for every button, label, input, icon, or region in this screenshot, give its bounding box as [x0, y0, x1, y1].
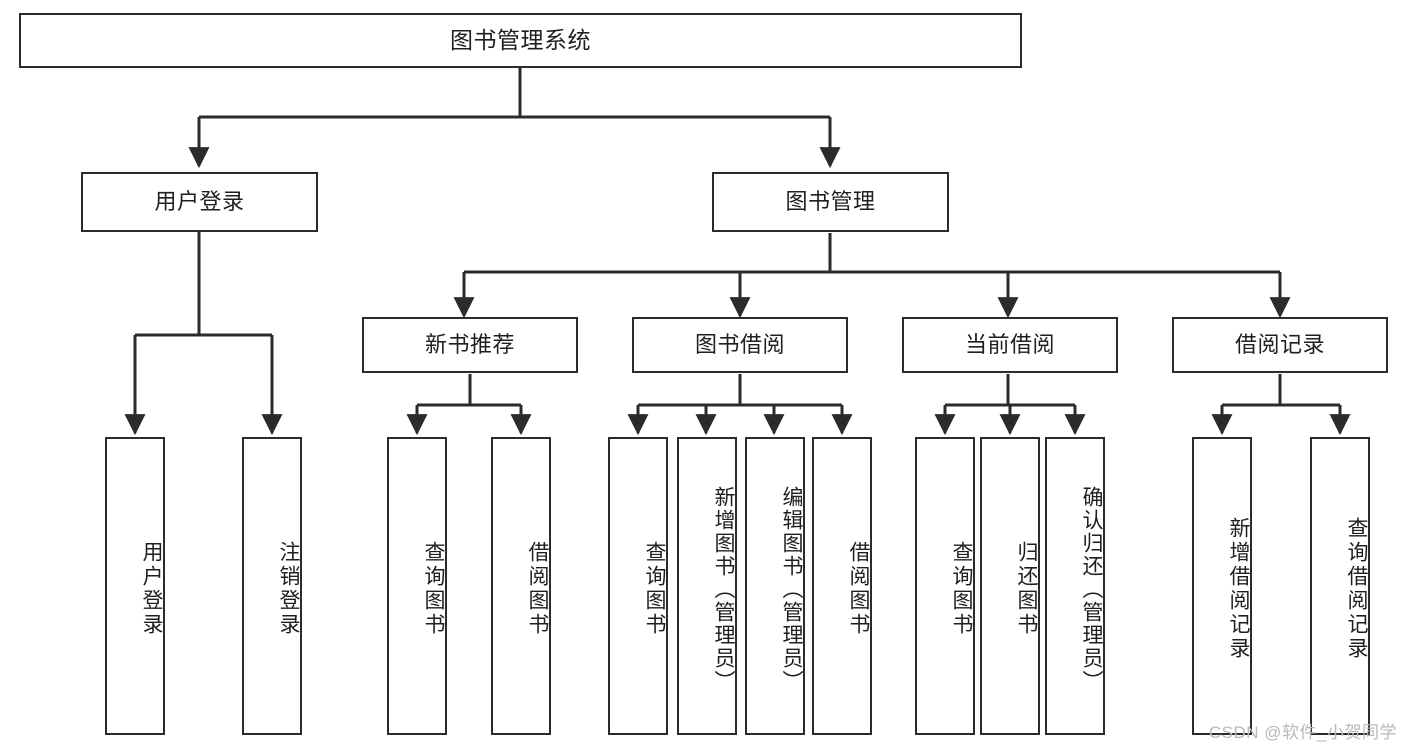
- node-new-book-recommend[interactable]: 新书推荐: [362, 317, 578, 373]
- node-user-login-label: 用户登录: [154, 188, 245, 214]
- node-borrow-record[interactable]: 借阅记录: [1172, 317, 1388, 373]
- node-leaf-add-record-label: 新增借阅记录: [1227, 517, 1250, 661]
- node-book-borrow[interactable]: 图书借阅: [632, 317, 848, 373]
- node-leaf-borrow-book-1-label: 借阅图书: [526, 541, 549, 637]
- node-book-borrow-label: 图书借阅: [694, 331, 785, 357]
- node-leaf-add-record[interactable]: 新增借阅记录: [1192, 437, 1252, 735]
- csdn-watermark: CSDN @软件_小贺同学: [1208, 723, 1397, 742]
- node-leaf-query-book-2[interactable]: 查询图书: [608, 437, 668, 735]
- node-current-borrow[interactable]: 当前借阅: [902, 317, 1118, 373]
- node-leaf-confirm-return-label: 确认归还（管理员）: [1080, 485, 1103, 693]
- node-leaf-borrow-book-2-label: 借阅图书: [847, 541, 870, 637]
- node-leaf-return-book[interactable]: 归还图书: [980, 437, 1040, 735]
- node-leaf-add-book-label: 新增图书（管理员）: [712, 485, 735, 693]
- node-leaf-query-book-3[interactable]: 查询图书: [915, 437, 975, 735]
- node-leaf-query-book-1[interactable]: 查询图书: [387, 437, 447, 735]
- node-leaf-logout[interactable]: 注销登录: [242, 437, 302, 735]
- node-root-system-label: 图书管理系统: [450, 26, 591, 53]
- node-user-login[interactable]: 用户登录: [81, 172, 318, 232]
- node-leaf-query-book-1-label: 查询图书: [422, 541, 445, 637]
- node-leaf-borrow-book-2[interactable]: 借阅图书: [812, 437, 872, 735]
- node-leaf-edit-book-label: 编辑图书（管理员）: [780, 485, 803, 693]
- node-leaf-query-book-2-label: 查询图书: [643, 541, 666, 637]
- node-book-manage-label: 图书管理: [785, 188, 876, 214]
- node-leaf-query-record[interactable]: 查询借阅记录: [1310, 437, 1370, 735]
- node-borrow-record-label: 借阅记录: [1234, 331, 1325, 357]
- node-leaf-confirm-return[interactable]: 确认归还（管理员）: [1045, 437, 1105, 735]
- node-leaf-logout-label: 注销登录: [277, 541, 300, 637]
- node-leaf-return-book-label: 归还图书: [1015, 541, 1038, 637]
- node-leaf-user-login[interactable]: 用户登录: [105, 437, 165, 735]
- node-leaf-query-book-3-label: 查询图书: [950, 541, 973, 637]
- node-leaf-add-book[interactable]: 新增图书（管理员）: [677, 437, 737, 735]
- node-leaf-edit-book[interactable]: 编辑图书（管理员）: [745, 437, 805, 735]
- node-current-borrow-label: 当前借阅: [964, 331, 1055, 357]
- node-leaf-user-login-label: 用户登录: [140, 541, 163, 637]
- node-book-manage[interactable]: 图书管理: [712, 172, 949, 232]
- node-leaf-borrow-book-1[interactable]: 借阅图书: [491, 437, 551, 735]
- node-root-system[interactable]: 图书管理系统: [19, 13, 1022, 68]
- node-new-book-recommend-label: 新书推荐: [424, 331, 515, 357]
- node-leaf-query-record-label: 查询借阅记录: [1345, 517, 1368, 661]
